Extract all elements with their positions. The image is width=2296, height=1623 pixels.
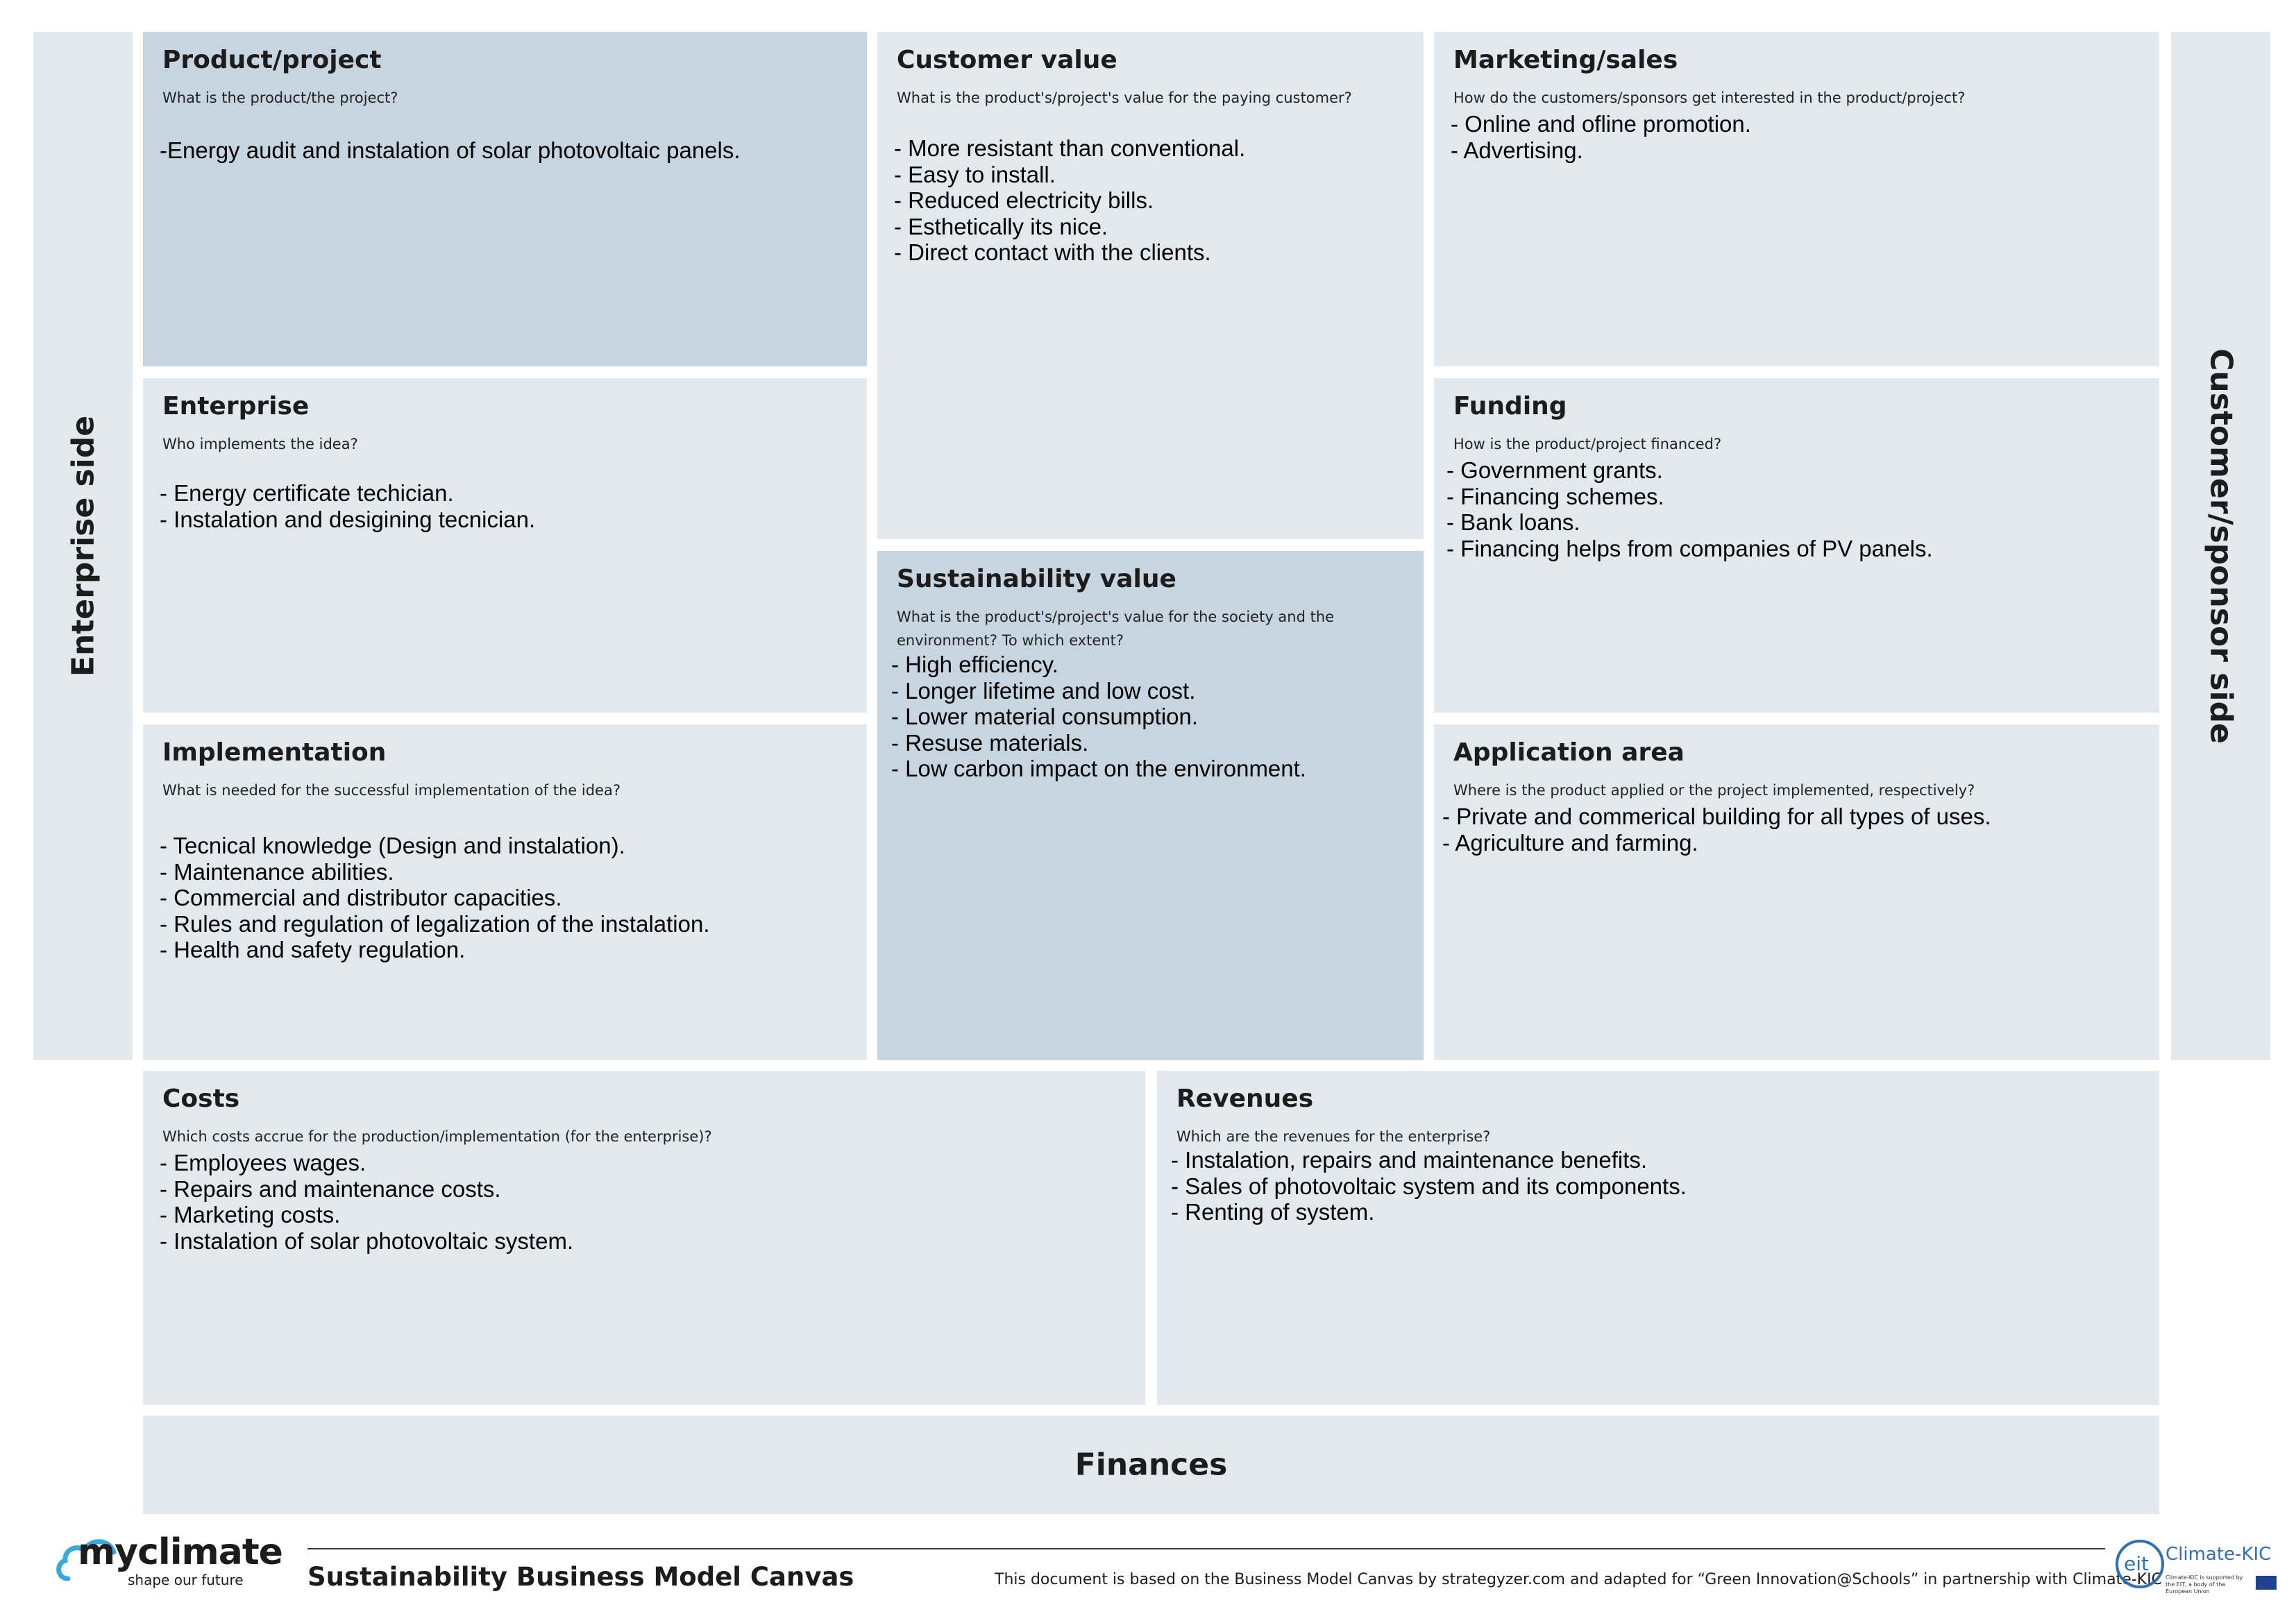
eit-mark: eit bbox=[2124, 1552, 2149, 1575]
answer-line: - Low carbon impact on the environment. bbox=[891, 756, 1306, 781]
answer-line: - Employees wages. bbox=[160, 1150, 366, 1175]
finances-label: Finances bbox=[1074, 1447, 1228, 1483]
logo-tagline: shape our future bbox=[128, 1572, 244, 1588]
answer-line: - Energy certificate techician. bbox=[160, 480, 454, 506]
implementation-box: Implementation What is needed for the su… bbox=[143, 724, 867, 1060]
enterprise-side-label: Enterprise side bbox=[65, 415, 101, 677]
box-question: What is needed for the successful implem… bbox=[162, 782, 621, 799]
customer-side-label: Customer/sponsor side bbox=[2203, 348, 2238, 744]
customer-side-panel: Customer/sponsor side bbox=[2171, 32, 2270, 1060]
answer-line: - Instalation of solar photovoltaic syst… bbox=[160, 1227, 574, 1254]
answer-line: - Esthetically its nice. bbox=[894, 213, 1108, 239]
box-question: What is the product/the project? bbox=[162, 90, 398, 106]
finances-bar: Finances bbox=[143, 1416, 2159, 1514]
answer-line: - Tecnical knowledge (Design and instala… bbox=[160, 833, 625, 858]
box-answers: - High efficiency. - Longer lifetime and… bbox=[891, 652, 1411, 782]
box-question: Who implements the idea? bbox=[162, 436, 358, 452]
box-question: Which costs accrue for the production/im… bbox=[162, 1128, 712, 1145]
box-question: What is the product's/project's value fo… bbox=[897, 609, 1335, 649]
box-title: Implementation bbox=[162, 738, 387, 767]
box-title: Marketing/sales bbox=[1453, 46, 1678, 74]
answer-line: - Repairs and maintenance costs. bbox=[160, 1175, 501, 1202]
answer-line: - Commercial and distributor capacities. bbox=[160, 885, 562, 910]
box-title: Costs bbox=[162, 1085, 240, 1113]
answer-line: - Resuse materials. bbox=[891, 729, 1089, 756]
answer-line: - Agriculture and farming. bbox=[1442, 829, 1698, 856]
box-answers: - Instalation, repairs and maintenance b… bbox=[1171, 1147, 2147, 1225]
box-title: Revenues bbox=[1176, 1085, 1314, 1113]
revenues-box: Revenues Which are the revenues for the … bbox=[1157, 1071, 2159, 1405]
answer-line: - Renting of system. bbox=[1171, 1199, 1375, 1225]
box-answers: - Employees wages. - Repairs and mainten… bbox=[160, 1150, 1133, 1254]
answer-line: - Rules and regulation of legalization o… bbox=[160, 910, 710, 937]
marketing-sales-box: Marketing/sales How do the customers/spo… bbox=[1434, 32, 2159, 366]
answer-line: - Financing helps from companies of PV p… bbox=[1446, 535, 1933, 561]
footer-note: This document is based on the Business M… bbox=[995, 1571, 2162, 1588]
footer-divider bbox=[307, 1548, 2105, 1549]
application-area-box: Application area Where is the product ap… bbox=[1434, 724, 2159, 1060]
box-question: Where is the product applied or the proj… bbox=[1453, 782, 1975, 799]
costs-box: Costs Which costs accrue for the product… bbox=[143, 1071, 1145, 1405]
eu-flag-icon bbox=[2256, 1576, 2277, 1590]
partner-small-text: Climate-KIC is supported by the EIT, a b… bbox=[2166, 1574, 2243, 1595]
answer-line: - Maintenance abilities. bbox=[160, 858, 394, 885]
box-title: Sustainability value bbox=[897, 565, 1176, 593]
box-question: What is the product's/project's value fo… bbox=[897, 90, 1352, 106]
answer-line: - Instalation and desigining tecnician. bbox=[160, 506, 536, 532]
answer-line: - Reduced electricity bills. bbox=[894, 187, 1154, 213]
eit-icon: eit bbox=[2116, 1540, 2164, 1588]
box-answers: - Private and commerical building for al… bbox=[1442, 804, 2147, 856]
answer-line: - High efficiency. bbox=[891, 652, 1058, 677]
box-answers: - Tecnical knowledge (Design and instala… bbox=[160, 833, 854, 963]
box-answers: - Online and ofline promotion. - Adverti… bbox=[1451, 111, 2147, 163]
answer-line: - Private and commerical building for al… bbox=[1442, 804, 1991, 829]
funding-box: Funding How is the product/project finan… bbox=[1434, 378, 2159, 713]
answer-line: - Longer lifetime and low cost. bbox=[891, 677, 1196, 704]
answer-line: - Direct contact with the clients. bbox=[894, 239, 1211, 265]
box-title: Enterprise bbox=[162, 392, 310, 420]
answer-line: - Bank loans. bbox=[1446, 509, 1580, 535]
answer-line: - Government grants. bbox=[1446, 457, 1663, 483]
box-title: Customer value bbox=[897, 46, 1117, 74]
partner-name: Climate-KIC bbox=[2166, 1544, 2272, 1565]
box-title: Funding bbox=[1453, 392, 1567, 420]
enterprise-side-panel: Enterprise side bbox=[33, 32, 133, 1060]
box-question: Which are the revenues for the enterpris… bbox=[1176, 1128, 1491, 1145]
answer-line: - Health and safety regulation. bbox=[160, 937, 466, 962]
box-answers: - Energy certificate techician. - Instal… bbox=[160, 480, 854, 532]
answer-line: -Energy audit and instalation of solar p… bbox=[160, 137, 741, 163]
box-question: How is the product/project financed? bbox=[1453, 436, 1722, 452]
answer-line: - Sales of photovoltaic system and its c… bbox=[1171, 1173, 1687, 1199]
answer-line: - Easy to install. bbox=[894, 161, 1056, 187]
enterprise-box: Enterprise Who implements the idea? - En… bbox=[143, 378, 867, 713]
footer-title: Sustainability Business Model Canvas bbox=[307, 1562, 854, 1592]
answer-line: - Lower material consumption. bbox=[891, 704, 1199, 729]
myclimate-logo: myclimate shape our future bbox=[54, 1530, 283, 1592]
product-project-box: Product/project What is the product/the … bbox=[143, 32, 867, 366]
customer-value-box: Customer value What is the product's/pro… bbox=[877, 32, 1424, 539]
climate-kic-logo: eit Climate-KIC Climate-KIC is supported… bbox=[2110, 1537, 2284, 1606]
logo-name: myclimate bbox=[78, 1531, 283, 1573]
box-answers: - More resistant than conventional. - Ea… bbox=[894, 135, 1411, 266]
answer-line: - Advertising. bbox=[1451, 137, 1583, 163]
box-answers: - Government grants. - Financing schemes… bbox=[1446, 457, 2147, 561]
answer-line: - Online and ofline promotion. bbox=[1451, 111, 1751, 137]
answer-line: - Financing schemes. bbox=[1446, 483, 1664, 509]
box-title: Product/project bbox=[162, 46, 382, 74]
box-question: How do the customers/sponsors get intere… bbox=[1453, 90, 1966, 106]
box-title: Application area bbox=[1453, 738, 1685, 767]
box-answers: -Energy audit and instalation of solar p… bbox=[160, 137, 854, 164]
answer-line: - Marketing costs. bbox=[160, 1202, 341, 1227]
answer-line: - More resistant than conventional. bbox=[894, 135, 1246, 161]
answer-line: - Instalation, repairs and maintenance b… bbox=[1171, 1147, 1648, 1173]
cloud-icon bbox=[56, 1539, 117, 1581]
sustainability-value-box: Sustainability value What is the product… bbox=[877, 551, 1424, 1060]
